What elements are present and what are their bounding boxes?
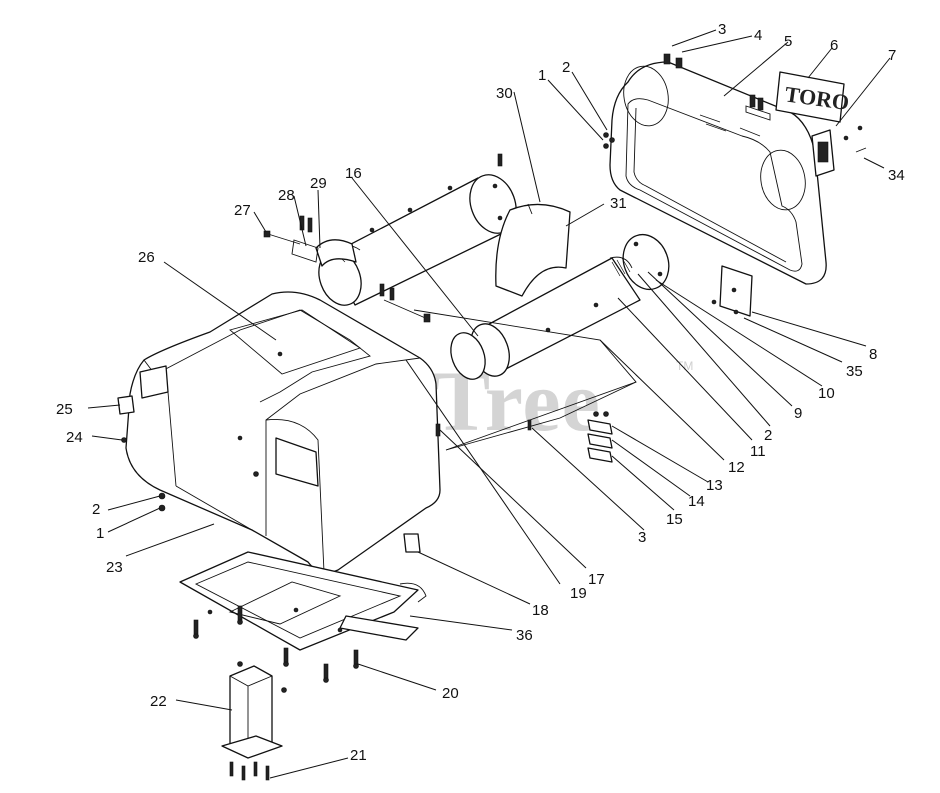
lower-cylinder xyxy=(450,233,670,380)
callout-36: 36 xyxy=(516,627,533,644)
bracket-stack xyxy=(527,411,613,463)
callout-16: 16 xyxy=(345,165,362,182)
callout-2-upper: 2 xyxy=(562,59,570,76)
callout-26: 26 xyxy=(138,249,155,266)
back-panel xyxy=(603,53,827,285)
heat-shield xyxy=(495,203,571,297)
callout-9: 9 xyxy=(794,405,802,422)
callout-2-left: 2 xyxy=(92,501,100,518)
callout-3-upper: 3 xyxy=(718,21,726,38)
latch-handle xyxy=(117,395,135,415)
callout-19: 19 xyxy=(570,585,587,602)
callout-31: 31 xyxy=(610,195,627,212)
support-post xyxy=(221,665,283,781)
left-hardware xyxy=(121,437,166,512)
callout-18: 18 xyxy=(532,602,549,619)
watermark-trademark: TM xyxy=(676,359,693,373)
bracket-plate xyxy=(711,265,753,317)
callout-8: 8 xyxy=(869,346,877,363)
callout-34: 34 xyxy=(888,167,905,184)
callout-2-right: 2 xyxy=(764,427,772,444)
callout-27: 27 xyxy=(234,202,251,219)
upper-bolts xyxy=(263,215,431,323)
callout-5: 5 xyxy=(784,33,792,50)
callout-12: 12 xyxy=(728,459,745,476)
main-hood xyxy=(125,291,441,574)
callout-10: 10 xyxy=(818,385,835,402)
callout-14: 14 xyxy=(688,493,705,510)
callout-13: 13 xyxy=(706,477,723,494)
upper-cylinder xyxy=(318,153,517,306)
callout-1-upper: 1 xyxy=(538,67,546,84)
callout-7: 7 xyxy=(888,47,896,64)
callout-6: 6 xyxy=(830,37,838,54)
callout-23: 23 xyxy=(106,559,123,576)
leader-lines xyxy=(87,29,891,779)
callout-1-left: 1 xyxy=(96,525,104,542)
callout-3-lower: 3 xyxy=(638,529,646,546)
callout-11: 11 xyxy=(750,443,766,460)
callout-35: 35 xyxy=(846,363,863,380)
callout-24: 24 xyxy=(66,429,83,446)
callout-22: 22 xyxy=(150,693,167,710)
callout-4: 4 xyxy=(754,27,762,44)
callout-29: 29 xyxy=(310,175,327,192)
callout-17: 17 xyxy=(588,571,605,588)
lower-frame xyxy=(179,533,427,693)
latch-bracket xyxy=(811,125,867,177)
base-plate xyxy=(413,309,637,451)
callout-28: 28 xyxy=(278,187,295,204)
clamp xyxy=(315,239,357,267)
callout-30: 30 xyxy=(496,85,513,102)
callout-25: 25 xyxy=(56,401,73,418)
callout-labels: 1 2 3 4 5 6 7 8 9 10 11 12 13 14 15 16 1… xyxy=(56,21,905,764)
toro-decal: TORO xyxy=(775,71,851,123)
callout-20: 20 xyxy=(442,685,459,702)
callout-21: 21 xyxy=(350,747,367,764)
callout-15: 15 xyxy=(666,511,683,528)
